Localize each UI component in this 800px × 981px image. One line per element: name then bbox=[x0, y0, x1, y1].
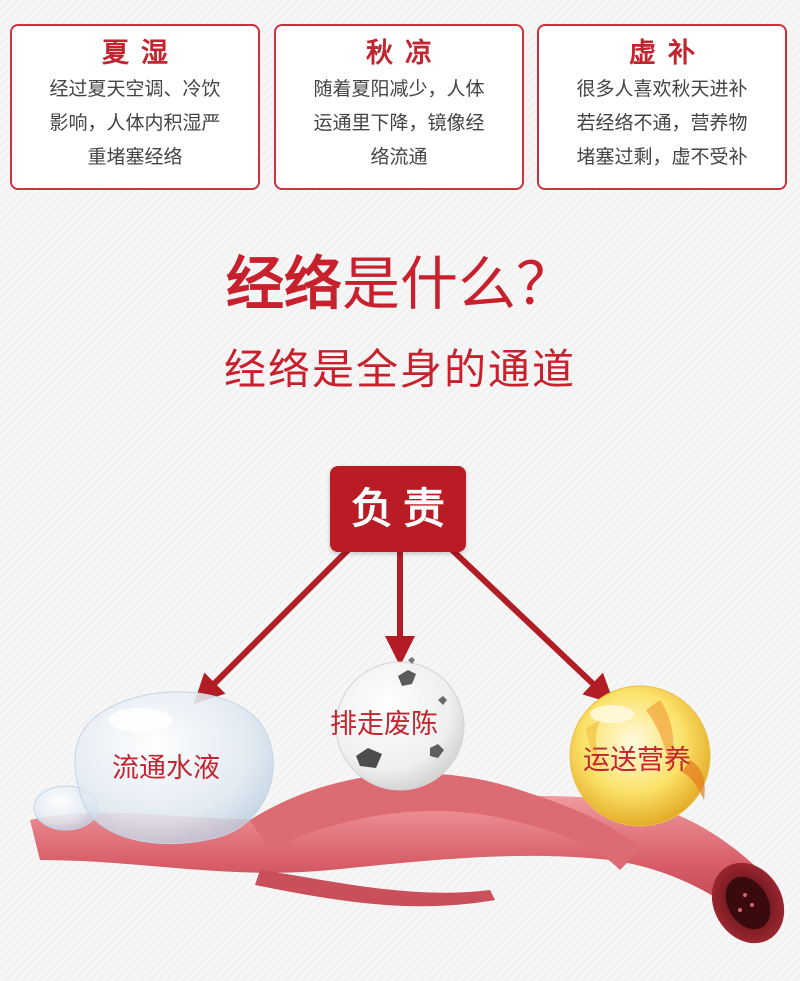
card-deficient-tonic: 虚补 很多人喜欢秋天进补 若经络不通，营养物 堵塞过剩，虚不受补 bbox=[537, 24, 787, 190]
card-summer-damp: 夏湿 经过夏天空调、冷饮 影响，人体内积湿严 重堵塞经络 bbox=[10, 24, 260, 190]
headline-bold: 经络 bbox=[225, 250, 342, 318]
waste-particles-icon bbox=[335, 657, 465, 791]
nutrient-sphere-icon bbox=[569, 685, 711, 827]
card-text-line: 重堵塞经络 bbox=[87, 146, 183, 168]
card-text-line: 运通里下降，镜像经 bbox=[313, 112, 485, 134]
arrow-to-water bbox=[193, 545, 353, 705]
arrow-to-nutrient bbox=[447, 545, 615, 705]
water-drop-icon bbox=[33, 691, 274, 845]
card-text-line: 影响，人体内积湿严 bbox=[49, 112, 221, 134]
card-text-line: 很多人喜欢秋天进补 bbox=[576, 78, 748, 100]
intro-cards: 夏湿 经过夏天空调、冷饮 影响，人体内积湿严 重堵塞经络 秋凉 随着夏阳减少，人… bbox=[0, 0, 800, 200]
card-title: 夏湿 bbox=[102, 38, 180, 69]
bubble-label-water: 流通水液 bbox=[112, 753, 220, 784]
card-text-line: 随着夏阳减少，人体 bbox=[313, 78, 485, 100]
headline-rest: 是什么？ bbox=[342, 250, 575, 318]
bubble-label-waste: 排走废陈 bbox=[330, 709, 438, 740]
card-title: 虚补 bbox=[629, 38, 707, 69]
card-text-line: 堵塞过剩，虚不受补 bbox=[576, 146, 748, 168]
responsible-badge: 负责 bbox=[330, 466, 466, 552]
card-title: 秋凉 bbox=[366, 38, 444, 69]
card-text-line: 若经络不通，营养物 bbox=[576, 112, 748, 134]
headline: 经络是什么？ bbox=[0, 244, 800, 324]
card-text-line: 经过夏天空调、冷饮 bbox=[49, 78, 221, 100]
card-autumn-cool: 秋凉 随着夏阳减少，人体 运通里下降，镜像经 络流通 bbox=[274, 24, 524, 190]
bubble-label-nutrient: 运送营养 bbox=[583, 745, 691, 776]
card-text-line: 络流通 bbox=[370, 146, 428, 168]
subheadline: 经络是全身的通道 bbox=[223, 345, 576, 394]
meridian-diagram bbox=[30, 545, 785, 944]
responsibility-arrows bbox=[193, 545, 615, 705]
